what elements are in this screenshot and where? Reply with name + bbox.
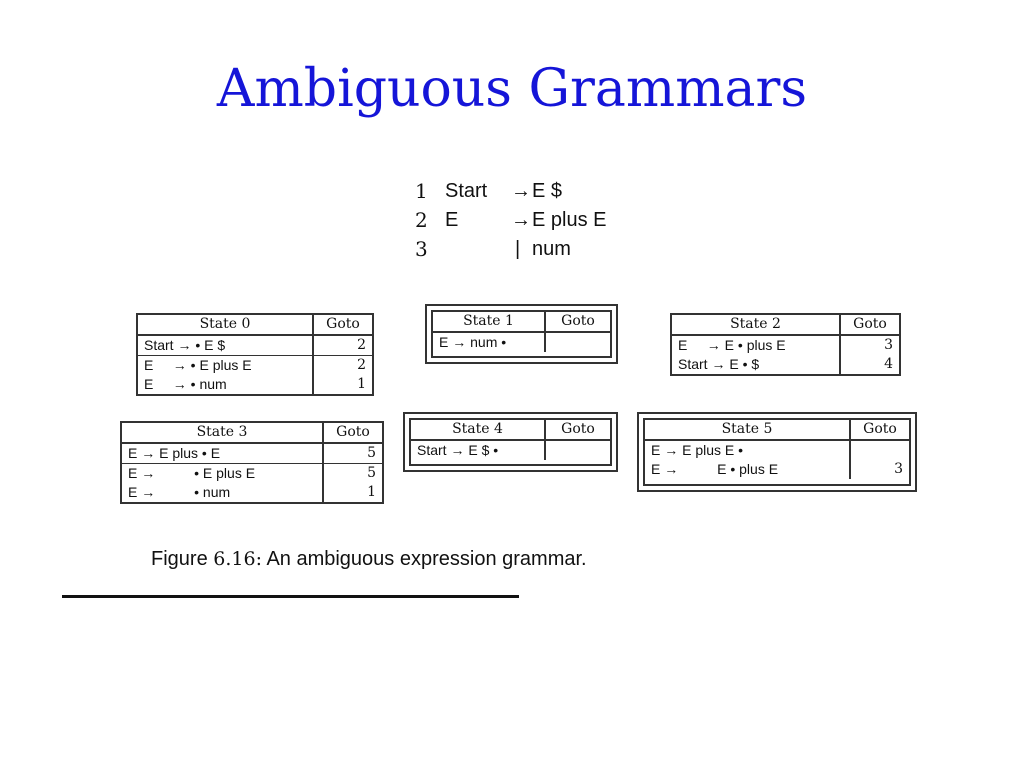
lr-item: E → • num (144, 376, 227, 392)
rule-number: 1 (415, 179, 428, 203)
state-0-box: State 0 Goto Start → • E $ 2 E → • E plu… (136, 313, 374, 396)
caption-prefix: Figure (151, 548, 208, 570)
lr-item: E → E • plus E (678, 337, 786, 353)
goto-header: Goto (544, 312, 610, 333)
goto-value: 4 (839, 355, 899, 374)
state-title: State 2 (672, 315, 840, 336)
goto-value: 3 (839, 335, 899, 355)
rule-arrow: | (515, 238, 521, 260)
state-5-box: State 5 Goto E → E plus E • E → E • plus… (637, 412, 917, 492)
goto-value: 5 (322, 443, 382, 464)
lr-item: E → • E plus E (122, 463, 323, 483)
lr-item: Start → E $ • (417, 442, 499, 458)
state-title: State 3 (122, 423, 323, 444)
rule-rhs: num (532, 238, 571, 260)
rule-rhs: E plus E (532, 209, 607, 231)
lr-item: E → E • plus E (651, 461, 779, 477)
state-title: State 0 (138, 315, 313, 336)
grammar-rule: 1 Start → E $ (415, 177, 562, 206)
lr-item: Start → • E $ (144, 337, 226, 353)
state-4-inner: State 4 Goto Start → E $ • (409, 418, 612, 466)
state-title: State 1 (433, 312, 545, 333)
state-title: State 5 (645, 420, 850, 441)
goto-value (544, 440, 610, 460)
goto-header: Goto (322, 423, 382, 444)
rule-arrow: → (511, 180, 531, 202)
rule-lhs: E (445, 209, 459, 231)
goto-value: 3 (849, 460, 909, 479)
goto-value (849, 440, 909, 460)
rule-rhs: E $ (532, 180, 563, 202)
rule-arrow: → (511, 209, 531, 231)
slide-title: Ambiguous Grammars (216, 59, 808, 119)
lr-item: E → num • (439, 334, 507, 350)
lr-item: E → • E plus E (138, 355, 313, 375)
rule-number: 3 (415, 237, 428, 261)
grammar-rule: 3 | num (415, 235, 571, 264)
lr-item: E → E plus • E (128, 445, 221, 461)
rule-lhs: Start (445, 180, 488, 202)
goto-header: Goto (312, 315, 372, 336)
goto-value: 2 (312, 335, 372, 356)
goto-header: Goto (544, 420, 610, 441)
lr-item: E → E plus E • (651, 442, 744, 458)
state-5-inner: State 5 Goto E → E plus E • E → E • plus… (643, 418, 911, 486)
lr-item: E → • num (128, 484, 231, 500)
goto-header: Goto (839, 315, 899, 336)
grammar-rule: 2 E → E plus E (415, 206, 606, 235)
grammar-rules: 1 Start → E $ 2 E → E plus E 3 | num (415, 177, 606, 264)
lr-item: Start → E • $ (678, 356, 760, 372)
horizontal-rule (62, 595, 519, 598)
state-title: State 4 (411, 420, 545, 441)
goto-value: 5 (322, 463, 382, 483)
state-4-box: State 4 Goto Start → E $ • (403, 412, 618, 472)
goto-value: 1 (322, 483, 382, 502)
state-2-box: State 2 Goto E → E • plus E 3 Start → E … (670, 313, 901, 376)
state-3-box: State 3 Goto E → E plus • E 5 E → • E pl… (120, 421, 384, 504)
state-1-box: State 1 Goto E → num • (425, 304, 618, 364)
goto-value: 2 (312, 355, 372, 375)
rule-number: 2 (415, 208, 428, 232)
goto-value: 1 (312, 375, 372, 394)
goto-header: Goto (849, 420, 909, 441)
caption-text: An ambiguous expression grammar. (266, 548, 587, 570)
goto-value (544, 332, 610, 352)
figure-caption: Figure 6.16: An ambiguous expression gra… (151, 548, 587, 571)
state-1-inner: State 1 Goto E → num • (431, 310, 612, 358)
caption-number: 6.16: (213, 548, 262, 570)
